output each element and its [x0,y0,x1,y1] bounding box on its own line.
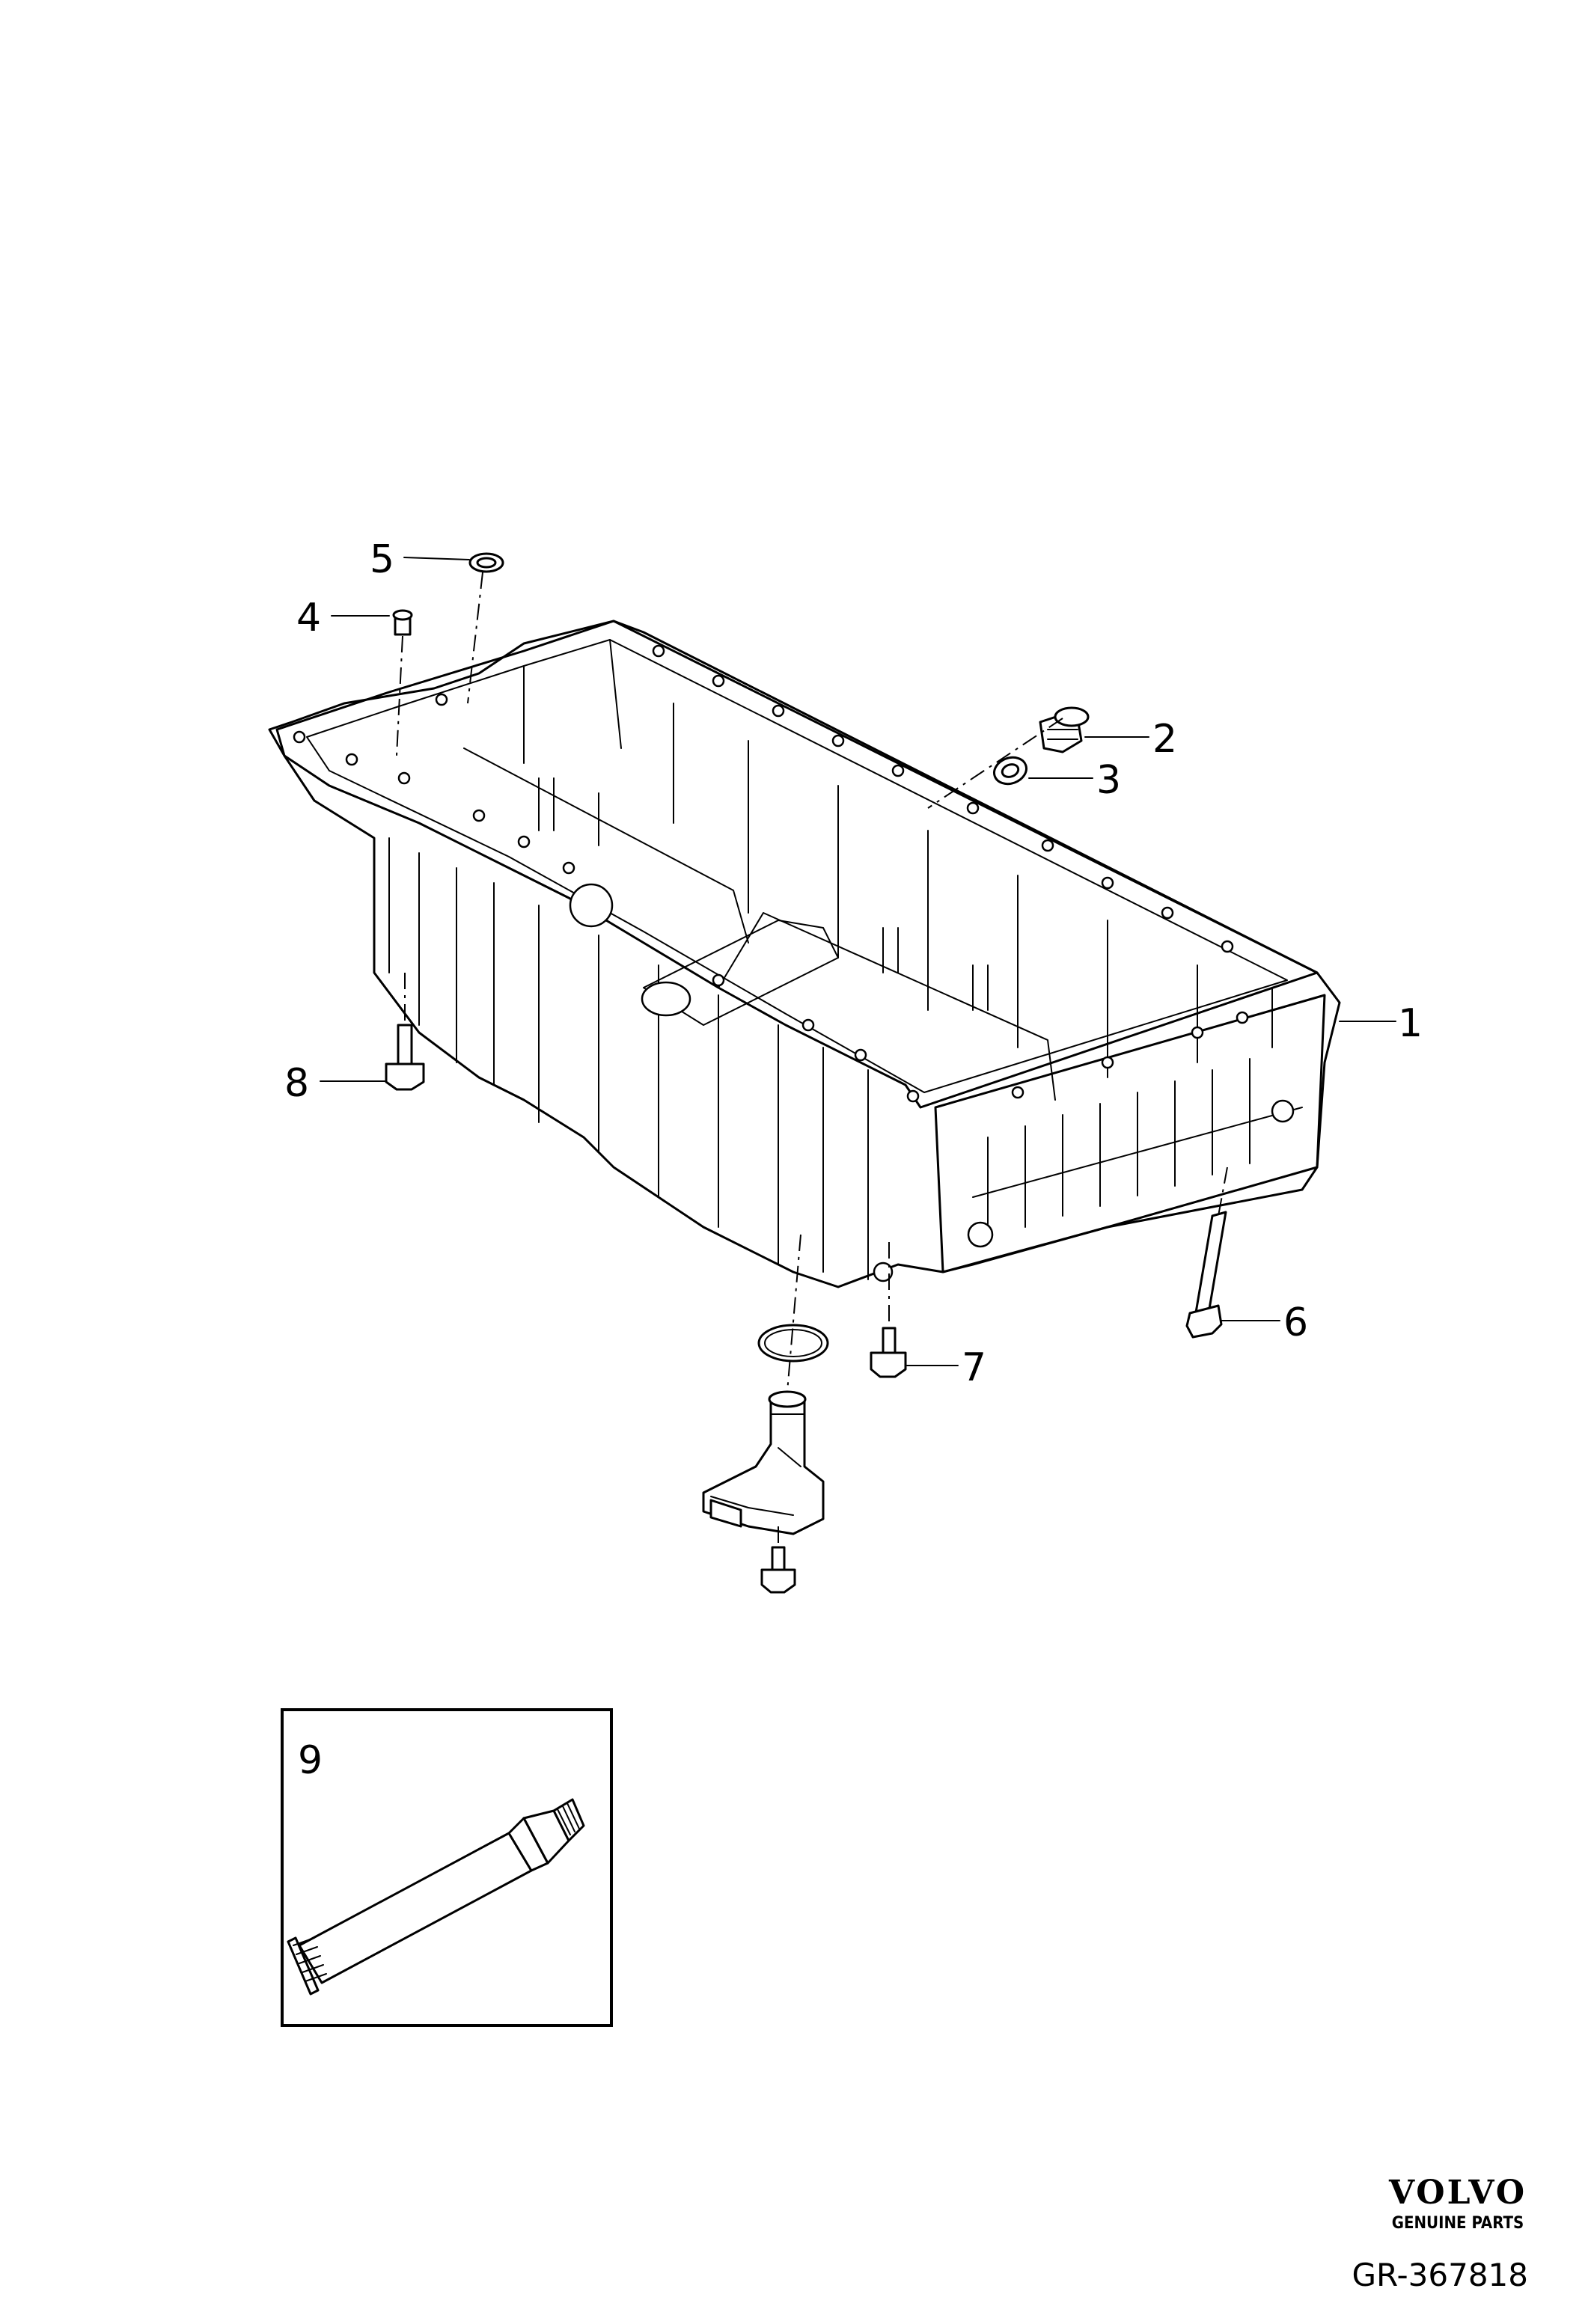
sensor-screw[interactable] [760,1546,796,1594]
brand-logo-text: VOLVO [1388,2174,1527,2212]
drain-plug-washer[interactable] [991,753,1030,789]
volvo-logo: VOLVO GENUINE PARTS [1388,2174,1527,2233]
sensor-axis-line [778,1234,801,1547]
drain-plug[interactable] [1039,706,1090,753]
brand-tagline: GENUINE PARTS [1392,2214,1524,2233]
bolt-7[interactable] [870,1327,907,1378]
callout-9: 9 [298,1738,323,1783]
callout-5: 5 [370,537,394,582]
oil-pan[interactable] [268,620,1341,1288]
diagram-reference: GR-367818 [1352,2257,1528,2293]
callout-2: 2 [1152,717,1177,762]
callout-1: 1 [1398,1001,1423,1046]
drain-axis-line [927,718,1063,809]
sealing-ring[interactable] [468,552,504,573]
leader-lines [320,557,1396,1366]
oil-level-sensor[interactable] [702,1390,825,1535]
sealant-inset-box[interactable]: 9 [281,1708,613,2027]
flange-holes [293,644,1249,1103]
long-bolt-axis-line [1218,1166,1228,1217]
seal-axis-line [467,572,483,704]
callout-3: 3 [1096,758,1121,803]
callout-7: 7 [962,1345,986,1390]
small-plug[interactable] [392,609,413,636]
long-bolt[interactable] [1185,1211,1227,1339]
plug-axis-line [396,635,403,756]
sealant-tube-icon [287,1798,585,1996]
callout-8: 8 [284,1061,309,1106]
bolt-8[interactable] [385,1024,425,1091]
callout-4: 4 [296,596,321,640]
callout-6: 6 [1283,1300,1308,1345]
